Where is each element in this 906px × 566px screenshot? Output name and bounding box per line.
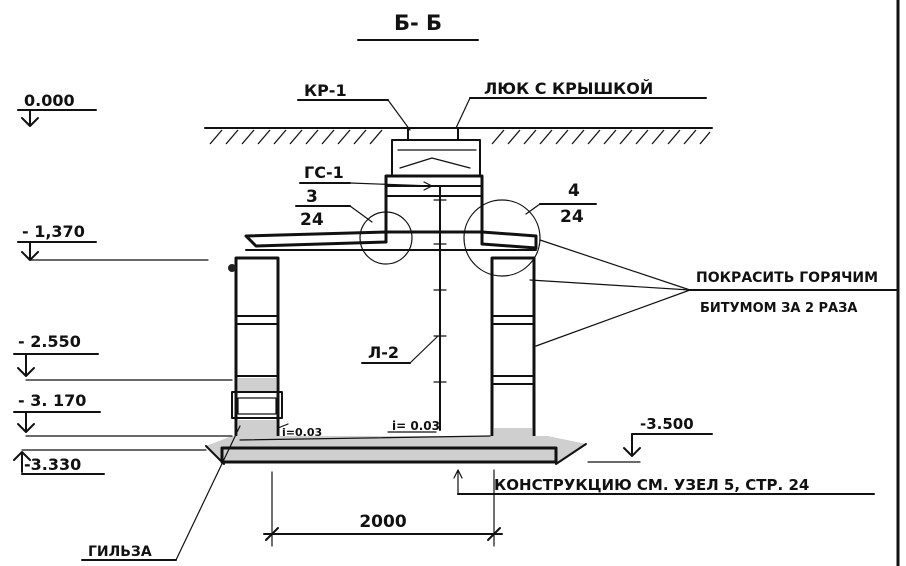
svg-text:-3.330: -3.330 <box>24 455 81 474</box>
level-marker-roof: - 1,370 <box>17 222 97 261</box>
roof-slab <box>244 230 538 251</box>
svg-text:БИТУМОМ ЗА 2 РАЗА: БИТУМОМ ЗА 2 РАЗА <box>700 301 857 316</box>
callout-node-4: 4 24 <box>525 181 597 227</box>
right-wall <box>490 256 536 446</box>
detail-circle-node-4 <box>463 199 541 277</box>
svg-text:ГИЛЬЗА: ГИЛЬЗА <box>88 544 152 560</box>
section-title: Б- Б <box>394 11 442 35</box>
callout-gs: ГС-1 <box>299 163 433 191</box>
svg-text:i=0.03: i=0.03 <box>282 426 322 439</box>
manhole-neck <box>384 174 484 234</box>
manhole-hatch <box>391 127 481 177</box>
svg-text:ПОКРАСИТЬ ГОРЯЧИМ: ПОКРАСИТЬ ГОРЯЧИМ <box>696 270 878 286</box>
svg-text:- 3. 170: - 3. 170 <box>18 391 86 410</box>
callout-sleeve: ГИЛЬЗА <box>81 425 241 561</box>
slope-label-bottom: i= 0.03 <box>387 419 440 433</box>
svg-text:2000: 2000 <box>359 512 406 532</box>
svg-text:i= 0.03: i= 0.03 <box>392 419 440 433</box>
note-construction: КОНСТРУКЦИЮ СМ. УЗЕЛ 5, СТР. 24 <box>453 469 875 495</box>
svg-text:ЛЮК С КРЫШКОЙ: ЛЮК С КРЫШКОЙ <box>484 79 653 98</box>
svg-text:- 2.550: - 2.550 <box>18 332 81 351</box>
callout-hatch: ЛЮК С КРЫШКОЙ <box>455 79 707 129</box>
svg-text:КР-1: КР-1 <box>304 81 347 100</box>
svg-text:4: 4 <box>568 181 580 201</box>
svg-text:24: 24 <box>300 210 324 230</box>
foundation <box>205 435 587 465</box>
ladder-rod <box>433 185 447 431</box>
callout-ladder: Л-2 <box>361 335 439 364</box>
svg-text:Л-2: Л-2 <box>368 343 399 362</box>
svg-text:ГС-1: ГС-1 <box>304 163 344 182</box>
level-marker-bottom-right: -3.500 <box>587 415 713 463</box>
slope-label-left: i=0.03 <box>277 423 322 439</box>
level-marker-pipe: - 3. 170 <box>13 391 101 433</box>
note-paint-bitumen: ПОКРАСИТЬ ГОРЯЧИМ БИТУМОМ ЗА 2 РАЗА <box>529 239 897 347</box>
level-marker-ground: 0.000 <box>17 91 97 127</box>
svg-text:КОНСТРУКЦИЮ СМ. УЗЕЛ 5, СТР. 2: КОНСТРУКЦИЮ СМ. УЗЕЛ 5, СТР. 24 <box>494 476 809 494</box>
svg-text:0.000: 0.000 <box>24 91 75 110</box>
svg-text:-3.500: -3.500 <box>640 415 694 433</box>
svg-text:3: 3 <box>306 187 318 207</box>
dimension-width: 2000 <box>263 469 503 547</box>
left-wall <box>228 256 280 446</box>
detail-circle-node-3 <box>359 211 413 265</box>
callout-kr: КР-1 <box>297 81 411 131</box>
level-marker-bottom-left: -3.330 <box>13 451 105 475</box>
pipe-sleeve <box>231 391 283 438</box>
svg-text:24: 24 <box>560 207 584 227</box>
level-marker-mid: - 2.550 <box>13 332 99 377</box>
svg-text:- 1,370: - 1,370 <box>22 222 85 241</box>
callout-node-3: 3 24 <box>295 187 373 230</box>
